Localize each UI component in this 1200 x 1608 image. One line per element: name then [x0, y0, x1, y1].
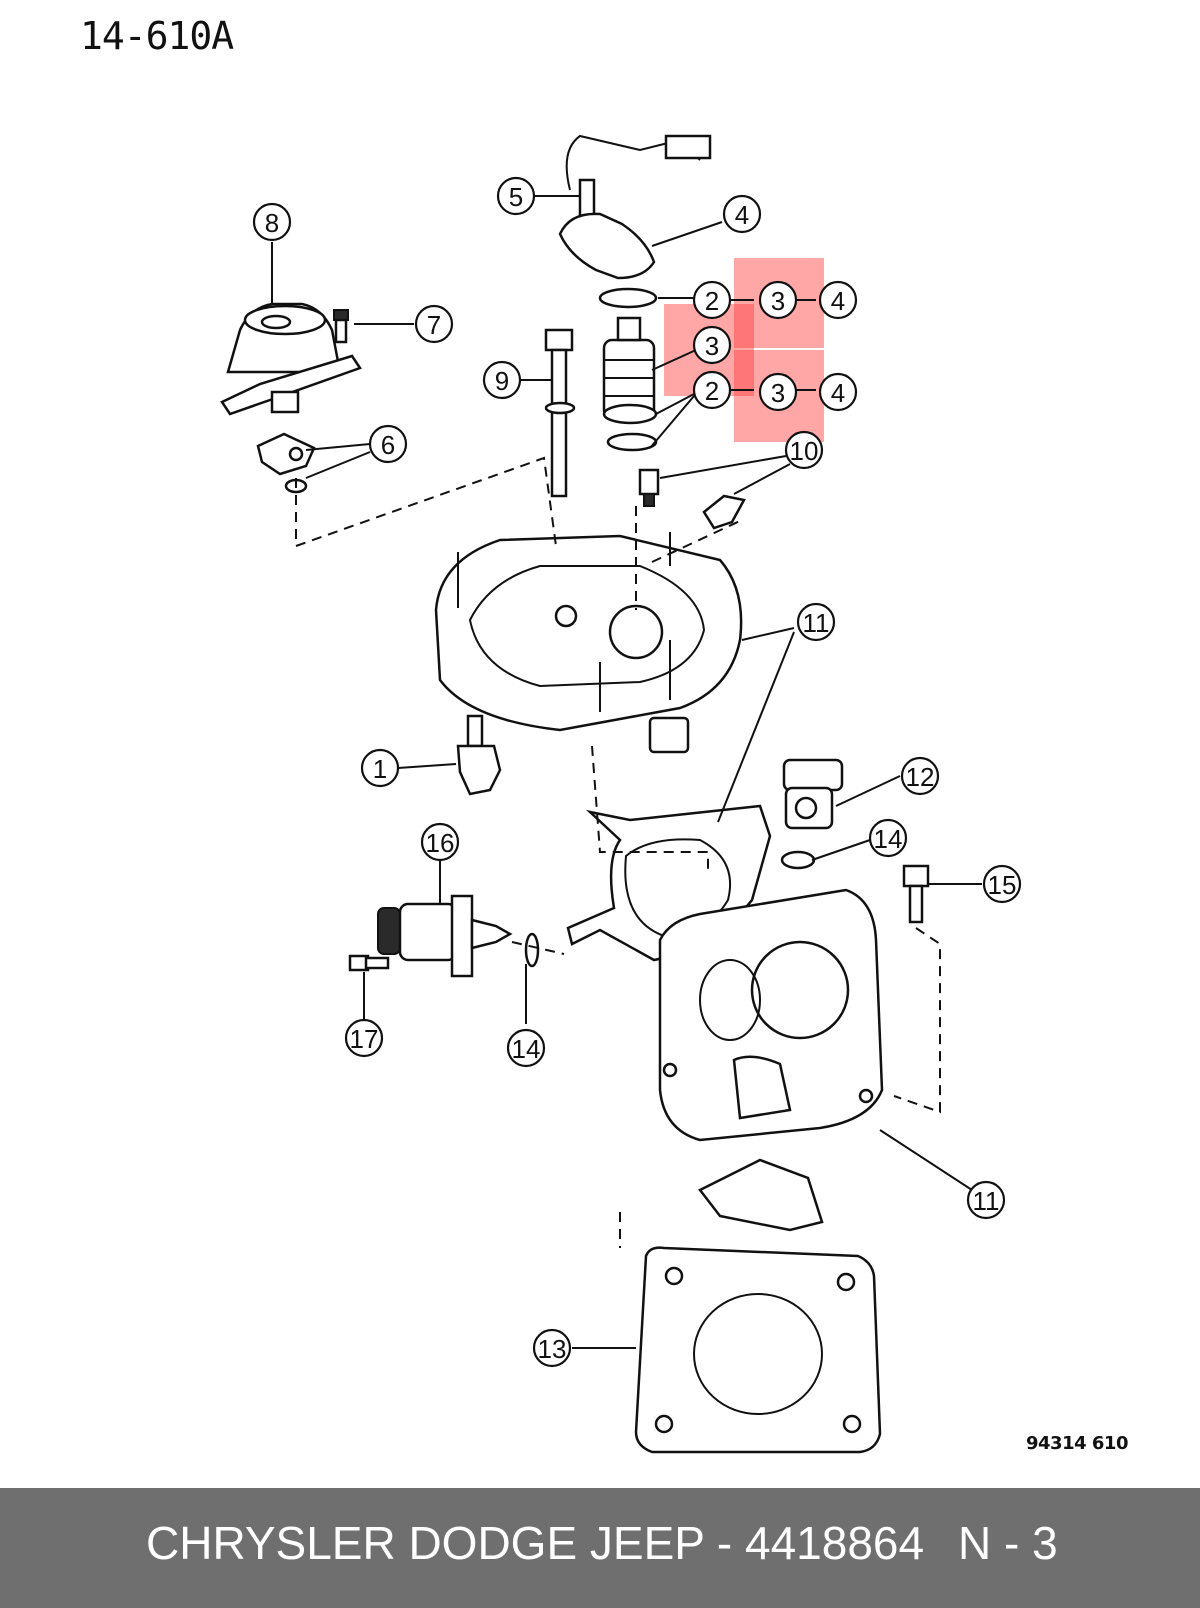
svg-text:3: 3: [771, 378, 785, 408]
callout-2: 2: [692, 370, 732, 410]
svg-text:13: 13: [538, 1334, 567, 1364]
drawing-code: 94314 610: [1026, 1433, 1128, 1454]
callout-8: 8: [252, 202, 292, 242]
svg-text:9: 9: [495, 366, 509, 396]
callout-9: 9: [482, 360, 522, 400]
svg-text:4: 4: [735, 200, 749, 230]
callout-6: 6: [368, 424, 408, 464]
part-16-iac-motor: [377, 894, 513, 978]
svg-text:10: 10: [790, 436, 819, 466]
svg-text:12: 12: [906, 762, 935, 792]
page-code: 14-610A: [80, 14, 234, 58]
highlight-boxes: [664, 258, 824, 442]
callout-11: 11: [966, 1180, 1006, 1220]
dashed-guides: [295, 456, 941, 1248]
callout-7: 7: [414, 304, 454, 344]
svg-text:3: 3: [705, 331, 719, 361]
part-4-cap: [558, 134, 712, 280]
part-3-injector: [602, 316, 658, 452]
svg-text:2: 2: [705, 286, 719, 316]
svg-text:14: 14: [512, 1034, 541, 1064]
svg-text:7: 7: [427, 310, 441, 340]
footer-bar: CHRYSLER DODGE JEEP - 4418864 N - 3: [0, 1488, 1200, 1608]
svg-text:16: 16: [426, 828, 455, 858]
callout-5: 5: [496, 176, 536, 216]
throttle-body-lower: [658, 888, 884, 1232]
callout-3: 3: [692, 325, 732, 365]
callout-12: 12: [900, 756, 940, 796]
callout-4: 4: [818, 372, 858, 412]
part-6-gasket: [256, 432, 316, 494]
throttle-body-upper: [434, 532, 743, 754]
svg-text:17: 17: [350, 1024, 379, 1054]
footer-page-number: N - 3: [958, 1517, 1058, 1569]
callout-17: 17: [344, 1018, 384, 1058]
svg-text:2: 2: [705, 376, 719, 406]
svg-text:4: 4: [831, 286, 845, 316]
part-9-bolt: [544, 328, 576, 498]
callout-11: 11: [796, 602, 836, 642]
svg-text:11: 11: [803, 608, 830, 638]
svg-text:6: 6: [381, 430, 395, 460]
exploded-parts-diagram: 8 7 6 5 4 2 3 4 3 2 3 4 9 10 11 1 12 14 …: [220, 134, 1022, 1454]
part-14-seal-lower: [524, 932, 540, 968]
callout-13: 13: [532, 1328, 572, 1368]
svg-text:8: 8: [265, 208, 279, 238]
callout-3: 3: [758, 372, 798, 412]
svg-text:5: 5: [509, 182, 523, 212]
part-12-tps: [782, 758, 844, 830]
part-14-seal-upper: [780, 850, 816, 870]
svg-text:3: 3: [771, 286, 785, 316]
callout-14: 14: [868, 818, 908, 858]
callout-15: 15: [982, 864, 1022, 904]
part-1-sensor: [456, 714, 502, 796]
callout-1: 1: [360, 748, 400, 788]
callout-4: 4: [818, 280, 858, 320]
leader-lines: [271, 195, 982, 1349]
part-8-actuator: [220, 302, 362, 416]
part-7-screw: [333, 309, 349, 344]
footer-part-text: CHRYSLER DODGE JEEP - 4418864: [146, 1517, 925, 1569]
callout-4: 4: [722, 194, 762, 234]
callout-3: 3: [758, 280, 798, 320]
svg-text:11: 11: [973, 1186, 1000, 1216]
callout-10: 10: [784, 430, 824, 470]
callout-14: 14: [506, 1028, 546, 1068]
part-15-bolt: [902, 864, 930, 924]
part-13-gasket: [634, 1246, 882, 1454]
part-17-screw: [348, 954, 390, 972]
svg-text:14: 14: [874, 824, 903, 854]
svg-text:1: 1: [373, 754, 387, 784]
part-10-sensor: [638, 468, 746, 530]
callout-2: 2: [692, 280, 732, 320]
svg-text:4: 4: [831, 378, 845, 408]
callout-16: 16: [420, 822, 460, 862]
svg-text:15: 15: [988, 870, 1017, 900]
part-2-o-ring: [598, 287, 658, 309]
